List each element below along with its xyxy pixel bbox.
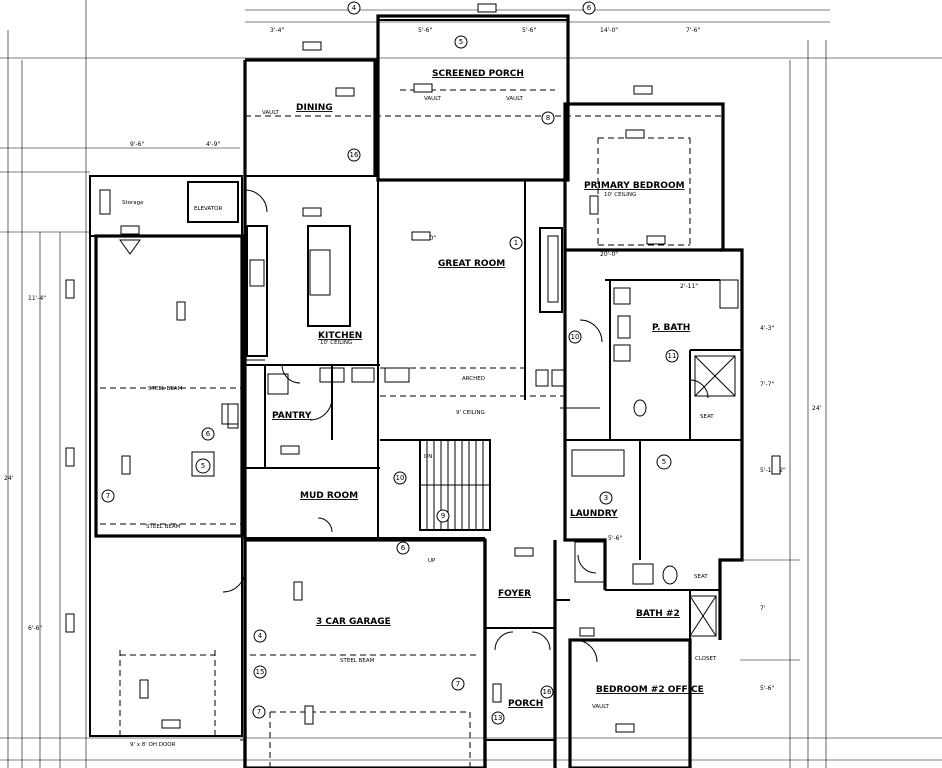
- dim-5: 7'-6": [686, 27, 700, 34]
- room-labels: SCREENED PORCH DINING PRIMARY BEDROOM GR…: [122, 69, 704, 709]
- misc-details: [99, 189, 739, 429]
- callout-7: 10: [571, 333, 580, 341]
- note-closet: CLOSET: [695, 656, 717, 662]
- section-tags: [65, 3, 781, 733]
- dim-15: 24': [812, 405, 822, 412]
- room-label-bedroom-office: BEDROOM #2 OFFICE: [596, 685, 704, 695]
- dim-10: 4'-3": [760, 325, 774, 332]
- note-arched: ARCHED: [462, 376, 485, 382]
- callout-9: 7: [106, 492, 110, 500]
- note-dn: DN: [424, 454, 432, 460]
- callout-5: 16: [350, 151, 359, 159]
- dim-3: 5'-6": [522, 27, 536, 34]
- callout-20: 7: [456, 680, 460, 688]
- callout-22: 13: [494, 714, 503, 722]
- room-label-garage: 3 CAR GARAGE: [316, 617, 391, 627]
- room-label-dining: DINING: [296, 103, 333, 113]
- callout-2: 6: [587, 4, 592, 12]
- note-dining-vault: VAULT: [262, 110, 280, 116]
- callout-1: 4: [352, 4, 357, 12]
- callout-markers: 4 6 5 8 16 1 10 11 7 3 6 5 5 10 9 6 4 15…: [101, 1, 679, 725]
- door-swings: [222, 189, 709, 663]
- dim-11: 7'-7": [760, 381, 774, 388]
- dim-20: 20'-0": [600, 251, 618, 258]
- dim-19: 5'-6": [608, 535, 622, 542]
- bath-fixtures: [191, 287, 736, 637]
- dim-1: 3'-4": [270, 27, 284, 34]
- note-garage-door: 9' x 8' OH DOOR: [130, 742, 176, 748]
- callout-6: 1: [514, 239, 518, 247]
- kitchen-fixtures: [246, 225, 410, 383]
- note-porch-vault-2: VAULT: [506, 96, 524, 102]
- callout-16: 6: [401, 544, 406, 552]
- exterior-walls: [89, 14, 744, 768]
- room-label-storage: Storage: [122, 200, 144, 206]
- room-label-bath2: BATH #2: [636, 609, 680, 619]
- callout-4: 8: [546, 114, 550, 122]
- dim-6: 9'-6": [130, 141, 144, 148]
- note-elevator: ELEVATOR: [194, 206, 222, 212]
- note-steel-beam-2: STEEL BEAM: [146, 524, 181, 530]
- dim-9: 2'-11": [680, 283, 698, 290]
- note-bedroom-ceiling: 10' CEILING: [604, 192, 636, 198]
- dim-7: 4'-9": [206, 141, 220, 148]
- note-porch-vault: VAULT: [424, 96, 442, 102]
- dim-16: 24': [4, 475, 14, 482]
- dim-17: 11'-4": [28, 295, 46, 302]
- callout-14: 10: [396, 474, 405, 482]
- room-label-laundry: LAUNDRY: [570, 509, 618, 519]
- callout-13: 5: [662, 458, 666, 466]
- room-label-pantry: PANTRY: [272, 411, 312, 421]
- callout-18: 15: [256, 668, 265, 676]
- note-seat: SEAT: [694, 574, 708, 580]
- dim-14: 5'-6": [760, 685, 774, 692]
- note-steel-beam-3: STEEL BEAM: [340, 658, 375, 664]
- fireplace: [539, 227, 563, 313]
- room-label-porch: PORCH: [508, 699, 543, 709]
- note-kitchen-ceiling: 10' CEILING: [320, 340, 352, 346]
- beams: [100, 89, 725, 768]
- room-label-screened-porch: SCREENED PORCH: [432, 69, 524, 79]
- callout-21: 16: [543, 688, 552, 696]
- note-seat-2: SEAT: [700, 414, 714, 420]
- dim-13: 7': [760, 605, 766, 612]
- interior-walls: [240, 175, 742, 741]
- note-steel-beam: STEEL BEAM: [148, 386, 183, 392]
- plan-notes: 10' CEILING 10' CEILING 9' CEILING VAULT…: [130, 96, 717, 748]
- dim-2: 5'-6": [418, 27, 432, 34]
- callout-15: 9: [441, 512, 445, 520]
- callout-8: 11: [668, 352, 677, 360]
- room-label-p-bath: P. BATH: [652, 323, 690, 333]
- room-label-mud-room: MUD ROOM: [300, 491, 358, 501]
- dim-18: 6'-6": [28, 625, 42, 632]
- note-hall-ceiling: 9' CEILING: [456, 410, 485, 416]
- callout-10: 3: [604, 494, 608, 502]
- room-label-foyer: FOYER: [498, 589, 531, 599]
- note-up: UP: [428, 558, 436, 564]
- room-label-primary-bedroom: PRIMARY BEDROOM: [584, 181, 685, 191]
- room-label-kitchen: KITCHEN: [318, 331, 362, 341]
- room-label-great-room: GREAT ROOM: [438, 259, 505, 269]
- callout-19: 7: [257, 708, 261, 716]
- note-office-vault: VAULT: [592, 704, 610, 710]
- dim-4: 14'-0": [600, 27, 618, 34]
- callout-3: 5: [459, 38, 463, 46]
- callout-17: 4: [258, 632, 263, 640]
- callout-12: 5: [201, 462, 205, 470]
- callout-11: 6: [206, 430, 211, 438]
